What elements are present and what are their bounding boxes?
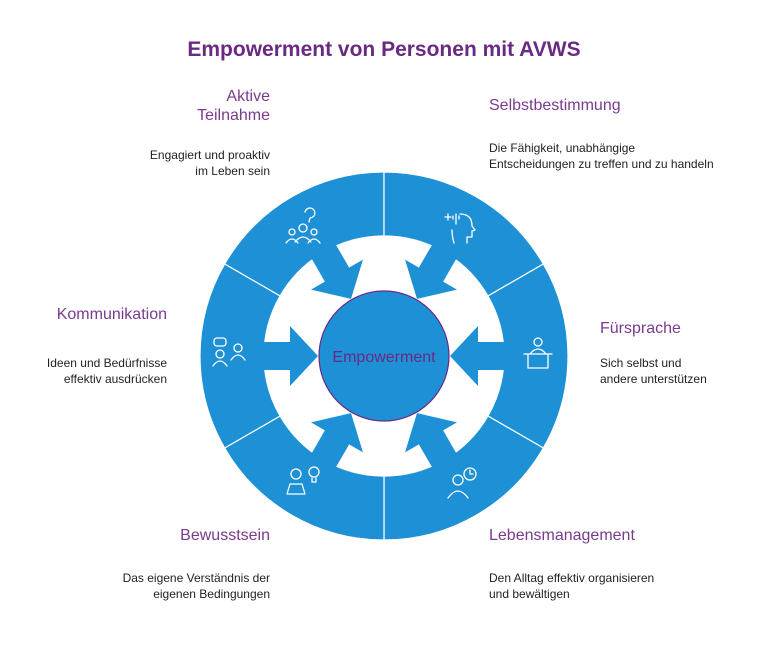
arrow-aktive: [310, 243, 363, 299]
desc-lebensmanagement-line1: Den Alltag effektiv organisieren: [489, 571, 655, 585]
label-bewusstsein-line1: Bewusstsein: [180, 527, 270, 544]
desc-lebensmanagement: Den Alltag effektiv organisieren und bew…: [489, 570, 654, 602]
desc-fuersprache-line1: Sich selbst und: [600, 356, 682, 370]
label-lebensmanagement-line1: Lebensmanagement: [489, 527, 635, 544]
desc-kommunikation: Ideen und Bedürfnisse effektiv ausdrücke…: [47, 355, 167, 387]
desc-fuersprache: Sich selbst und andere unterstützen: [600, 355, 707, 387]
label-selbstbestimmung: Selbstbestimmung: [489, 96, 621, 115]
head-choice-icon: [444, 213, 476, 244]
group-icon: [285, 207, 321, 244]
desc-selbstbestimmung-line1: Die Fähigkeit, unabhängige: [489, 141, 636, 155]
page-title: Empowerment von Personen mit AVWS: [187, 38, 581, 61]
label-selbstbestimmung-line1: Selbstbestimmung: [489, 97, 621, 114]
label-aktive-teilnahme-line2: Teilnahme: [197, 107, 270, 124]
arrow-kommunikation: [262, 326, 318, 386]
label-kommunikation-line1: Kommunikation: [56, 306, 167, 323]
person-lightbulb-icon: [286, 466, 320, 495]
podium-speaker-icon: [523, 337, 553, 369]
arrow-bewusst: [310, 413, 363, 469]
desc-aktive-teilnahme: Engagiert und proaktiv im Leben sein: [150, 147, 270, 179]
center-label: Empowerment: [332, 349, 436, 366]
desc-selbstbestimmung: Die Fähigkeit, unabhängige Entscheidunge…: [489, 140, 714, 172]
arrow-fuersprache: [450, 326, 506, 386]
label-aktive-teilnahme-line1: Aktive: [226, 88, 270, 105]
desc-aktive-teilnahme-line2: im Leben sein: [195, 164, 270, 178]
chat-people-icon: [212, 337, 246, 367]
center-circle: [318, 290, 450, 422]
arrow-selbst: [405, 243, 458, 299]
label-fuersprache: Fürsprache: [600, 319, 681, 338]
desc-aktive-teilnahme-line1: Engagiert und proaktiv: [149, 148, 270, 162]
desc-bewusstsein-line2: eigenen Bedingungen: [153, 587, 270, 601]
arrows-group: [262, 243, 506, 469]
ring-segment-leben: [383, 415, 545, 541]
label-aktive-teilnahme: Aktive Teilnahme: [197, 87, 270, 125]
label-kommunikation: Kommunikation: [57, 305, 167, 324]
ring-segments: [199, 171, 569, 541]
desc-kommunikation-line1: Ideen und Bedürfnisse: [46, 356, 167, 370]
person-clock-icon: [447, 467, 477, 499]
label-fuersprache-line1: Fürsprache: [600, 320, 681, 337]
desc-selbstbestimmung-line2: Entscheidungen zu treffen und zu handeln: [489, 157, 714, 171]
desc-kommunikation-line2: effektiv ausdrücken: [63, 372, 167, 386]
label-bewusstsein: Bewusstsein: [180, 526, 270, 545]
arrow-leben: [405, 413, 458, 469]
label-lebensmanagement: Lebensmanagement: [489, 526, 635, 545]
desc-lebensmanagement-line2: und bewältigen: [489, 587, 570, 601]
desc-bewusstsein: Das eigene Verständnis der eigenen Bedin…: [123, 570, 270, 602]
desc-fuersprache-line2: andere unterstützen: [600, 372, 707, 386]
desc-bewusstsein-line1: Das eigene Verständnis der: [122, 571, 270, 585]
